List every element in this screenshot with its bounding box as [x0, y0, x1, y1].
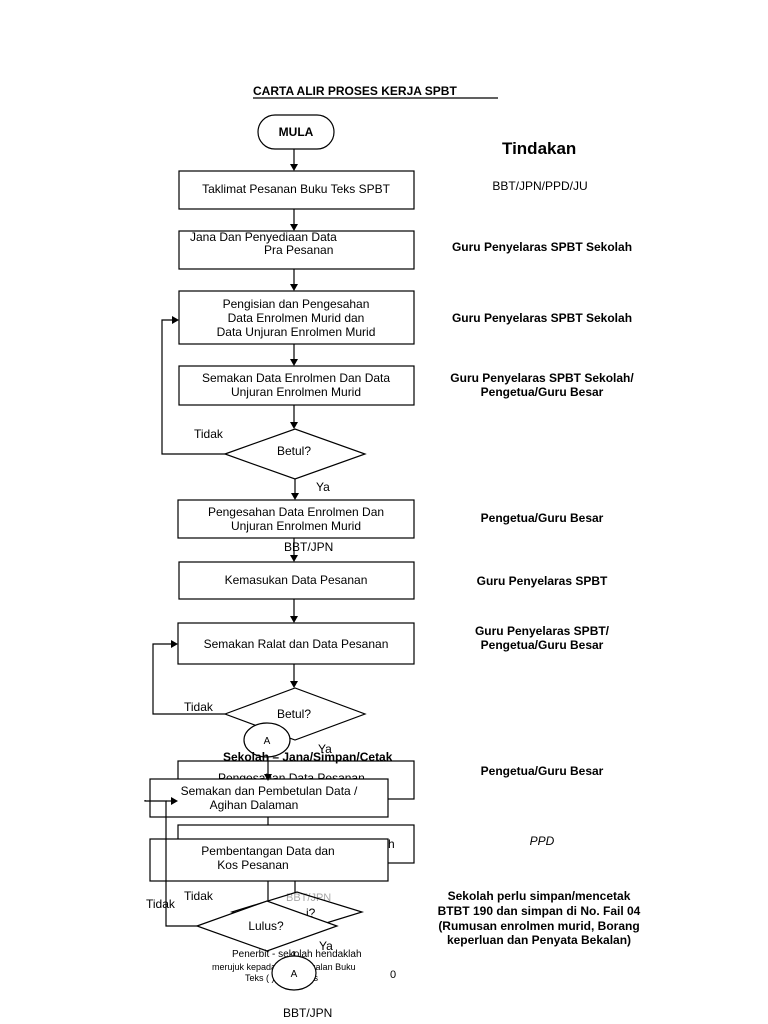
- step-presentation-cost-text-2: Kos Pesanan: [217, 858, 288, 872]
- label-yes-1: Ya: [316, 480, 330, 494]
- action-7-line-1: Guru Penyelaras SPBT/: [475, 624, 610, 638]
- action-1: BBT/JPN/PPD/JU: [492, 179, 587, 193]
- decision-correct-2-text: Betul?: [277, 707, 311, 721]
- label-yes-3: Ya: [319, 939, 333, 953]
- connector-a-upper: [243, 722, 291, 758]
- action-6: Guru Penyelaras SPBT: [477, 574, 608, 588]
- step-order-entry-text: Kemasukan Data Pesanan: [225, 573, 368, 587]
- loop-no-1: [161, 319, 225, 455]
- step-verify-enrolment-text-1: Pengesahan Data Enrolmen Dan: [208, 505, 384, 519]
- label-no-3b: Tidak: [146, 897, 176, 911]
- decision-approved: [195, 900, 339, 952]
- step-correction-distribution-text-2: Agihan Dalaman: [210, 798, 299, 812]
- step-review-enrolment-text-1: Semakan Data Enrolmen Dan Data: [202, 371, 390, 385]
- action-8: Pengetua/Guru Besar: [481, 764, 604, 778]
- decision-approved-text: Lulus?: [248, 919, 284, 933]
- action-10-line-1: Sekolah perlu simpan/mencetak: [448, 889, 631, 903]
- action-2: Guru Penyelaras SPBT Sekolah: [452, 240, 632, 254]
- action-4-line-1: Guru Penyelaras SPBT Sekolah/: [450, 371, 634, 385]
- action-10-line-3: (Rumusan enrolmen murid, Borang: [438, 919, 639, 933]
- step-briefing: [178, 170, 415, 210]
- step-fill-verify: [178, 290, 415, 345]
- loop-no-2: [152, 643, 225, 715]
- label-no-2: Tidak: [184, 700, 214, 714]
- label-no-1: Tidak: [194, 427, 224, 441]
- action-7-line-2: Pengetua/Guru Besar: [481, 638, 604, 652]
- decision-correct-1-text: Betul?: [277, 444, 311, 458]
- chart-title: CARTA ALIR PROSES KERJA SPBT: [253, 84, 457, 98]
- step-order-entry: [178, 561, 415, 600]
- step-generate-data: [178, 230, 415, 270]
- step-generate-data-text-1: Jana Dan Penyediaan Data: [190, 230, 337, 244]
- step-generate-data-text-2: Pra Pesanan: [264, 243, 333, 257]
- step-fill-verify-text-2: Data Enrolmen Murid dan: [228, 311, 365, 325]
- start-label: MULA: [279, 125, 314, 139]
- step-hidden-2-text: h: [388, 837, 395, 851]
- label-bbt-jpn-2: BBT/JPN: [283, 1006, 332, 1020]
- step-correction-distribution: [149, 778, 389, 818]
- note-publisher-1: Penerbit - sekolah hendaklah: [232, 949, 362, 960]
- step-school-generate-text: Sekolah – Jana/Simpan/Cetak: [223, 750, 393, 764]
- label-yes-2: Ya: [318, 742, 332, 756]
- step-review-enrolment-text-2: Unjuran Enrolmen Murid: [231, 385, 361, 399]
- action-5: Pengetua/Guru Besar: [481, 511, 604, 525]
- step-presentation-cost: [149, 838, 389, 882]
- action-4-line-2: Pengetua/Guru Besar: [481, 385, 604, 399]
- step-fill-verify-text-3: Data Unjuran Enrolmen Murid: [217, 325, 376, 339]
- decision-correct-1: [223, 428, 367, 480]
- action-10-line-2: BTBT 190 dan simpan di No. Fail 04: [438, 904, 641, 918]
- step-verify-enrolment: [177, 499, 415, 539]
- decision-hidden-text: i?: [306, 906, 316, 920]
- step-correction-distribution-text-1: Semakan dan Pembetulan Data /: [181, 784, 358, 798]
- stray-zero: 0: [390, 969, 396, 981]
- connector-a-lower-text: A: [291, 969, 298, 980]
- connector-a-lower: [271, 955, 317, 991]
- action-3: Guru Penyelaras SPBT Sekolah: [452, 311, 632, 325]
- step-verify-enrolment-text-2: Unjuran Enrolmen Murid: [231, 519, 361, 533]
- step-review-errors: [177, 622, 415, 665]
- label-no-3a: Tidak: [184, 889, 214, 903]
- step-briefing-text: Taklimat Pesanan Buku Teks SPBT: [202, 182, 391, 196]
- step-review-errors-text: Semakan Ralat dan Data Pesanan: [204, 637, 389, 651]
- connector-a-upper-text: A: [264, 736, 271, 747]
- step-presentation-cost-text-1: Pembentangan Data dan: [201, 844, 334, 858]
- label-bbt-jpn-1: BBT/JPN: [284, 540, 333, 554]
- step-review-enrolment: [178, 365, 415, 406]
- action-column-header: Tindakan: [502, 139, 576, 158]
- action-9: PPD: [530, 834, 555, 848]
- action-10-line-4: keperluan dan Penyata Bekalan): [447, 933, 631, 947]
- start-terminal: [257, 114, 335, 150]
- label-bbt-jpn-faint: BBT/JPN: [286, 892, 331, 904]
- step-fill-verify-text-1: Pengisian dan Pengesahan: [223, 297, 370, 311]
